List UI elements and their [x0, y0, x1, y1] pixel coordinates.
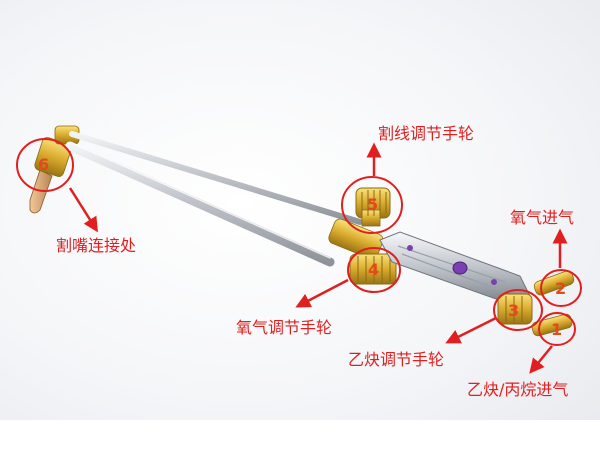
label-oxygen-inlet: 氧气进气 — [510, 208, 575, 227]
number-3: 3 — [508, 301, 520, 320]
handle-purple-gem — [452, 261, 468, 275]
circle-4 — [347, 247, 401, 293]
circle-6 — [16, 138, 74, 192]
valve-body-brass — [328, 187, 397, 285]
circle-3 — [493, 289, 543, 331]
lower-tube — [65, 141, 335, 267]
number-5: 5 — [367, 195, 379, 214]
upper-tube — [69, 131, 363, 225]
circle-2 — [540, 269, 582, 307]
circle-1 — [538, 312, 576, 346]
label-cut-line-wheel: 割线调节手轮 — [378, 124, 475, 143]
label-oxygen-wheel: 氧气调节手轮 — [236, 318, 333, 337]
number-1: 1 — [551, 320, 563, 339]
arrow-to-nozzle-label — [68, 187, 99, 233]
torch-handle — [379, 231, 531, 305]
label-acetylene-propane-inlet: 乙炔/丙烷进气 — [467, 380, 569, 399]
oxygen-inlet-fitting — [533, 270, 575, 296]
arrow-to-acetylene-wheel-label — [445, 316, 497, 344]
arrow-to-acetylene-inlet-label — [529, 345, 553, 374]
arrow-to-oxygen-wheel-label — [295, 278, 349, 308]
label-nozzle-connection: 割嘴连接处 — [56, 236, 137, 255]
circle-5 — [341, 176, 403, 234]
number-2: 2 — [555, 279, 567, 298]
number-6: 6 — [38, 155, 50, 174]
bottom-white-strip — [0, 420, 600, 450]
label-acetylene-wheel: 乙炔调节手轮 — [348, 350, 445, 369]
acetylene-valve-brass — [497, 293, 533, 325]
number-4: 4 — [368, 260, 380, 279]
